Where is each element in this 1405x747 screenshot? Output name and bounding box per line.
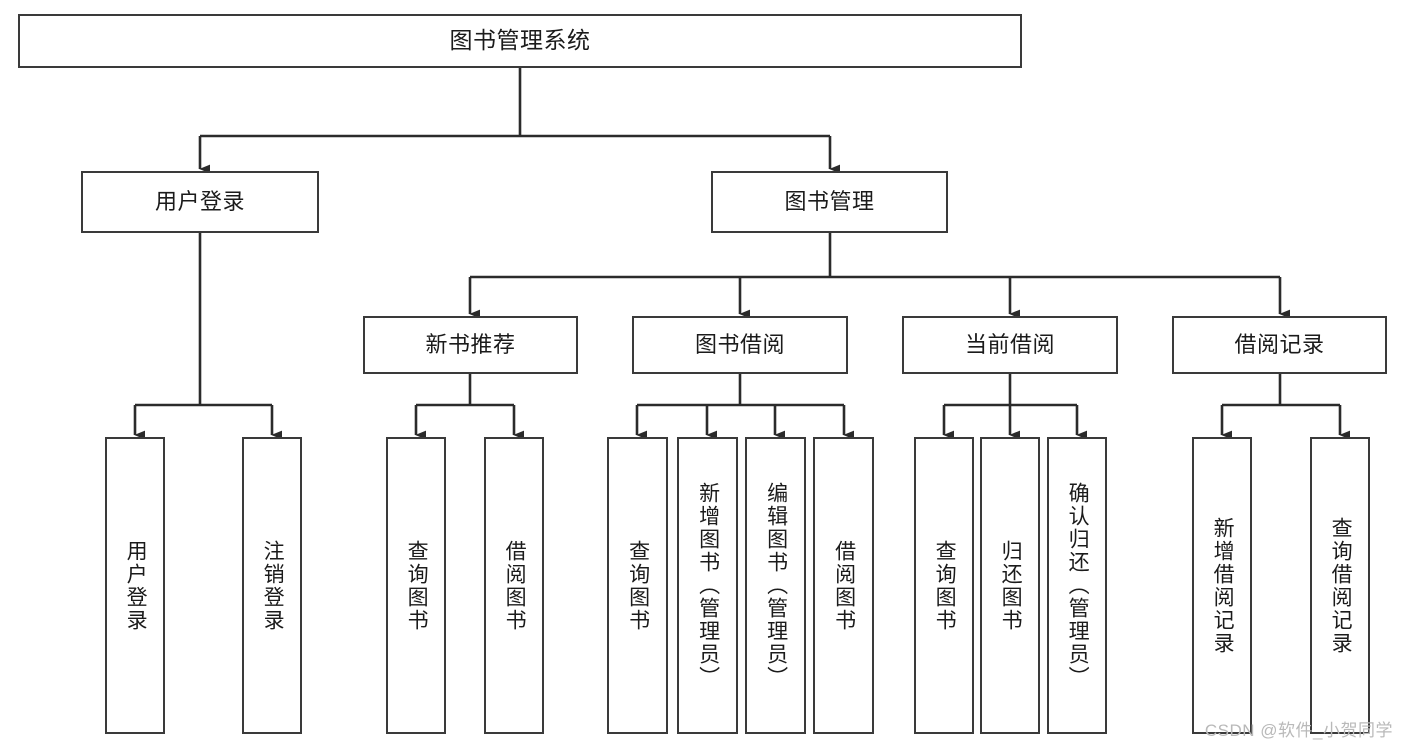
node-label: 查询图书 [933,539,957,632]
node-book-borrow[interactable]: 图书借阅 [632,316,848,374]
node-root-system[interactable]: 图书管理系统 [18,14,1022,68]
leaf-user-login[interactable]: 用户登录 [105,437,165,734]
node-label: 新增借阅记录 [1211,516,1235,655]
leaf-logout[interactable]: 注销登录 [242,437,302,734]
node-label: 确认归还（管理员） [1066,482,1090,689]
watermark-text: CSDN @软件_小贺同学 [1204,721,1393,740]
node-label: 当前借阅 [964,332,1055,358]
node-current-borrow[interactable]: 当前借阅 [902,316,1118,374]
leaf-borrow-book-recommend[interactable]: 借阅图书 [484,437,544,734]
node-label: 图书借阅 [694,332,785,358]
node-label: 图书管理 [784,189,875,215]
leaf-edit-book-admin[interactable]: 编辑图书（管理员） [745,437,806,734]
node-new-book-recommend[interactable]: 新书推荐 [363,316,578,374]
node-book-management[interactable]: 图书管理 [711,171,948,233]
node-label: 图书管理系统 [449,27,591,54]
leaf-query-book-recommend[interactable]: 查询图书 [386,437,446,734]
leaf-query-book-current[interactable]: 查询图书 [914,437,974,734]
leaf-confirm-return-admin[interactable]: 确认归还（管理员） [1047,437,1107,734]
node-label: 用户登录 [124,539,148,632]
node-label: 用户登录 [154,189,245,215]
node-label: 查询图书 [405,539,429,632]
leaf-add-borrow-record[interactable]: 新增借阅记录 [1192,437,1252,734]
node-label: 查询借阅记录 [1329,516,1353,655]
node-user-login[interactable]: 用户登录 [81,171,319,233]
node-label: 新书推荐 [425,332,516,358]
leaf-return-book[interactable]: 归还图书 [980,437,1040,734]
node-label: 查询图书 [626,539,650,632]
node-label: 新增图书（管理员） [696,482,720,689]
node-label: 注销登录 [261,539,285,632]
node-borrow-record[interactable]: 借阅记录 [1172,316,1387,374]
leaf-borrow-book[interactable]: 借阅图书 [813,437,874,734]
leaf-query-borrow-record[interactable]: 查询借阅记录 [1310,437,1370,734]
node-label: 借阅记录 [1234,332,1325,358]
node-label: 借阅图书 [832,539,856,632]
node-label: 编辑图书（管理员） [764,482,788,689]
node-label: 借阅图书 [503,539,527,632]
leaf-add-book-admin[interactable]: 新增图书（管理员） [677,437,738,734]
node-label: 归还图书 [999,539,1023,632]
leaf-query-book-borrow[interactable]: 查询图书 [607,437,668,734]
